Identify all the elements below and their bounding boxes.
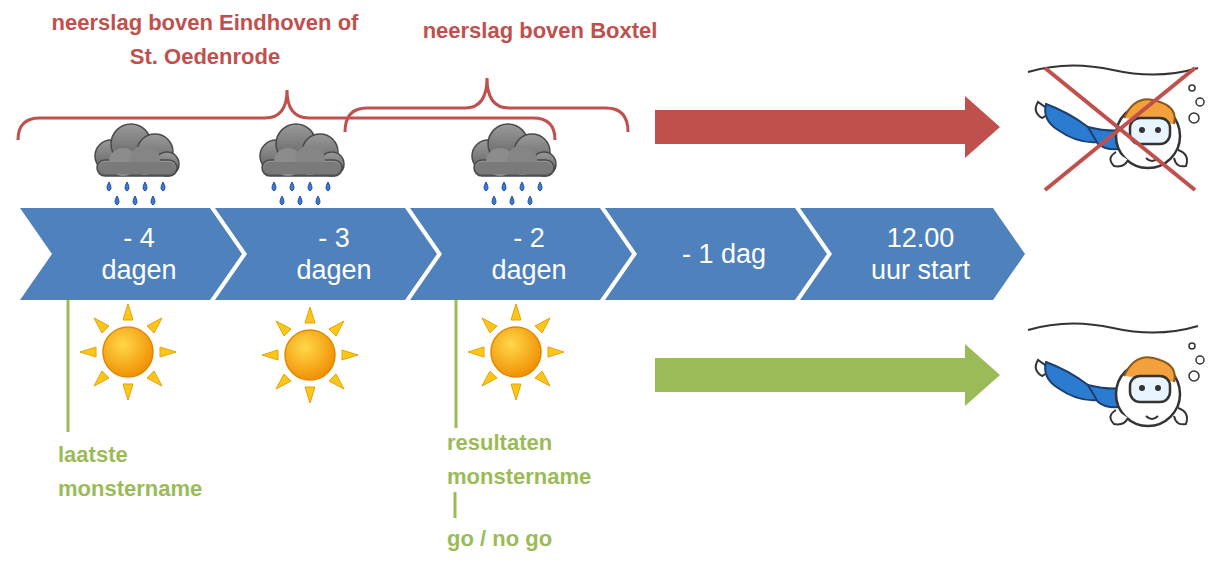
sampling-note: go / no go	[447, 522, 647, 556]
timeline-chevron: 12.00 uur start	[800, 208, 1025, 300]
green-arrow	[655, 344, 1000, 406]
chevron-label: - 3 dagen	[289, 222, 379, 286]
diver-illustration	[1028, 323, 1204, 426]
chevron-label: 12.00 uur start	[868, 222, 974, 286]
rain-note: neerslag boven Eindhoven of St. Oedenrod…	[45, 6, 365, 74]
chevron-shape	[215, 208, 437, 300]
rain-cloud	[95, 124, 179, 205]
rain-cloud	[260, 124, 344, 205]
leader-line	[67, 282, 70, 432]
leader-line	[455, 282, 458, 428]
chevron-shape	[410, 208, 632, 300]
red-arrow	[655, 96, 1000, 158]
timeline-chevron: - 3 dagen	[215, 208, 437, 300]
sampling-note: resultaten monstername	[447, 426, 617, 494]
chevron-fill	[215, 208, 437, 300]
sun-icon	[468, 304, 564, 400]
chevron-fill	[800, 208, 1025, 300]
timeline-chevron: - 1 dag	[605, 208, 827, 300]
chevron-label: - 4 dagen	[94, 222, 184, 286]
rain-cloud	[472, 124, 556, 205]
rain-note: neerslag boven Boxtel	[380, 14, 700, 48]
sun-icon	[262, 307, 358, 403]
timeline-chevron: - 2 dagen	[410, 208, 632, 300]
chevron-fill	[605, 208, 827, 300]
chevron-label: - 1 dag	[644, 238, 804, 270]
chevron-shape	[20, 208, 242, 300]
timeline-chevron: - 4 dagen	[20, 208, 242, 300]
cross-line	[1045, 68, 1195, 190]
leader-line	[454, 492, 457, 518]
chevron-fill	[20, 208, 242, 300]
chevron-shape	[800, 208, 1025, 300]
chevron-label: - 2 dagen	[484, 222, 574, 286]
cross-line	[1045, 68, 1195, 190]
sampling-note: laatste monstername	[58, 438, 228, 506]
curly-brace	[345, 78, 628, 132]
chevron-fill	[410, 208, 632, 300]
sun-icon	[80, 304, 176, 400]
